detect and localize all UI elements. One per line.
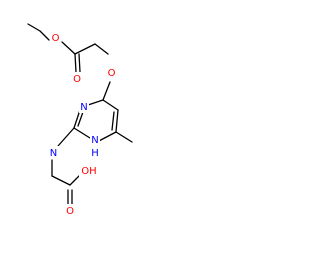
ring-bond-n1-c2	[73, 127, 91, 139]
ester-carbonyl-double-bond-2	[78, 53, 81, 73]
c2-nh-bond	[57, 127, 75, 147]
ch2-ether-o-bond	[94, 43, 109, 55]
ether-o-ring-bond	[102, 81, 111, 101]
ring-n3-label-bg	[79, 100, 89, 113]
ch2-cooh-bond	[51, 175, 71, 186]
hydroxyl-label: OH	[81, 166, 96, 177]
carbonyl-oxygen-label-bg	[71, 72, 83, 85]
ester-oxygen-label-bg	[50, 31, 61, 44]
ring-n3-label: N	[80, 102, 87, 113]
ring-h-label: H	[91, 148, 99, 159]
ring-n1-label: N	[91, 135, 98, 146]
ring-bond-c5-c6	[115, 109, 119, 133]
amino-n-label-bg	[48, 146, 59, 159]
ether-oxygen-label-bg	[106, 66, 117, 79]
ethyl-ch3-bond	[27, 23, 41, 32]
ester-oxygen-label: O	[52, 33, 60, 44]
acid-carbonyl-oxygen-label: O	[66, 206, 74, 217]
ring-bond-c4-c5	[102, 99, 119, 111]
ring-bond-c2-n3-double	[77, 111, 84, 127]
chemical-structure: O O O N N H N OH O	[27, 23, 133, 217]
carbonyl-oxygen-label: O	[73, 74, 81, 85]
acid-carbonyl-oxygen-label-bg	[64, 204, 76, 217]
ester-carbonyl-double-bond	[74, 53, 77, 73]
amino-n-label: N	[50, 148, 57, 159]
carbonyl-ch2-bond	[74, 43, 96, 55]
ethyl-ch2-o-bond	[39, 30, 50, 41]
ring-bond-c6-n1	[96, 131, 117, 143]
ring-bond-c5-c6-double	[111, 111, 115, 131]
ring-h-label-bg	[90, 147, 100, 159]
ring-n1-label-bg	[90, 134, 100, 146]
ether-oxygen-label: O	[108, 68, 116, 79]
methyl-bond	[115, 131, 133, 143]
ester-o-carbonyl-bond	[61, 41, 76, 55]
hydroxyl-label-bg	[79, 164, 99, 177]
